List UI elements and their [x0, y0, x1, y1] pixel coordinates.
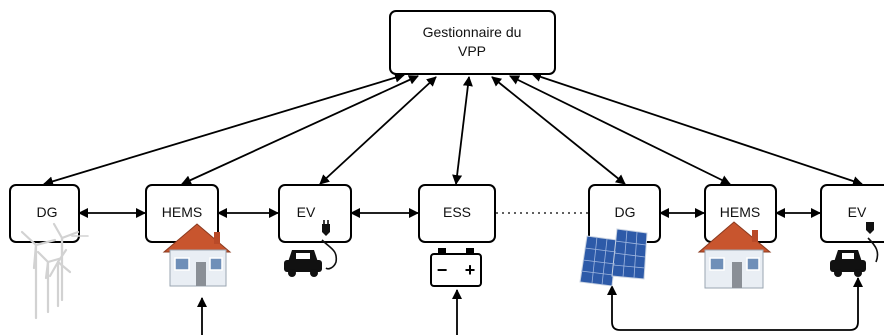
node-dg1-label: DG	[37, 204, 58, 220]
node-hems1-label: HEMS	[162, 204, 202, 220]
battery-minus-label: −	[437, 260, 448, 280]
vpp-manager-label-line2: VPP	[458, 43, 486, 59]
battery-icon: − +	[430, 248, 482, 287]
vpp-connections	[43, 72, 863, 187]
node-dg1: DG	[9, 184, 80, 243]
node-hems2: HEMS	[704, 184, 777, 243]
edge-solar-ev2-loop	[607, 277, 863, 331]
node-ev1: EV	[278, 184, 352, 243]
car-charging-icon	[830, 222, 879, 277]
vpp-manager-label-line1: Gestionnaire du	[423, 24, 522, 40]
edge-vpp-hems1	[181, 75, 419, 185]
bottom-connections	[197, 277, 863, 335]
node-ev1-label: EV	[297, 204, 316, 220]
node-dg2-label: DG	[615, 204, 636, 220]
car-charging-icon	[284, 220, 338, 277]
battery-plus-label: +	[465, 260, 476, 280]
wind-turbine-icon	[20, 222, 89, 320]
house-icon	[697, 221, 772, 289]
edge-vpp-ev2	[531, 72, 863, 186]
edge-vpp-dg2	[491, 76, 626, 185]
edge-vpp-hems2	[509, 75, 731, 185]
node-ess: ESS	[418, 184, 496, 243]
node-ev2: EV	[820, 184, 884, 243]
edge-vpp-dg1	[43, 72, 405, 187]
house-icon	[162, 223, 232, 287]
node-hems2-label: HEMS	[720, 204, 760, 220]
edge-vpp-ev1	[319, 76, 437, 185]
solar-panel-icon	[579, 228, 648, 287]
vpp-manager-node: Gestionnaire du VPP	[389, 10, 556, 75]
edge-vpp-ess	[452, 76, 473, 185]
node-ev2-label: EV	[848, 204, 867, 220]
node-ess-label: ESS	[443, 204, 471, 220]
